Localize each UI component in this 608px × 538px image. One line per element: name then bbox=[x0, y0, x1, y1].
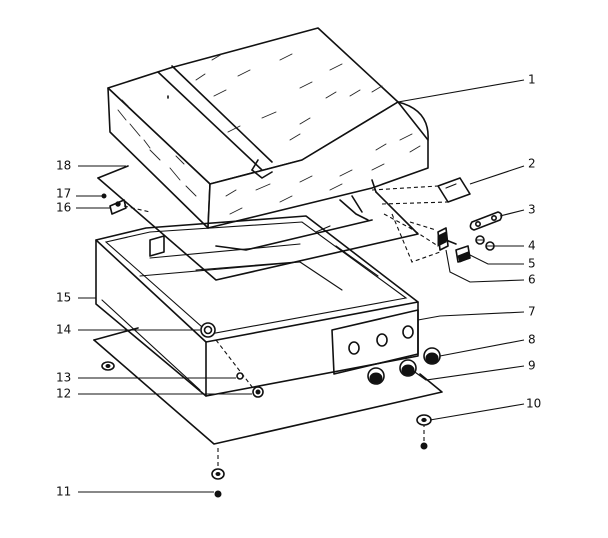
callout-15: 15 bbox=[56, 291, 71, 305]
callout-4: 4 bbox=[528, 239, 536, 253]
clip-part bbox=[469, 211, 503, 231]
callout-14: 14 bbox=[56, 323, 71, 337]
top-panel bbox=[97, 165, 419, 281]
plate-part bbox=[437, 177, 471, 203]
callout-1: 1 bbox=[528, 73, 536, 87]
callout-10: 10 bbox=[526, 397, 541, 411]
cushion-lid bbox=[107, 27, 429, 229]
callout-6: 6 bbox=[528, 273, 536, 287]
connector-part bbox=[437, 227, 457, 251]
callout-9: 9 bbox=[528, 359, 536, 373]
leader-lines bbox=[76, 79, 525, 493]
control-knobs bbox=[367, 347, 441, 385]
screws bbox=[475, 235, 495, 251]
callout-17: 17 bbox=[56, 187, 71, 201]
callout-8: 8 bbox=[528, 333, 536, 347]
callout-13: 13 bbox=[56, 371, 71, 385]
callout-5: 5 bbox=[528, 257, 536, 271]
callout-18: 18 bbox=[56, 159, 71, 173]
cabinet-box bbox=[95, 215, 419, 397]
switch-part bbox=[455, 245, 471, 263]
control-panel bbox=[331, 309, 419, 375]
grommet bbox=[200, 322, 216, 338]
small-hardware bbox=[215, 339, 264, 398]
callout-7: 7 bbox=[528, 305, 536, 319]
callout-12: 12 bbox=[56, 387, 71, 401]
callout-11: 11 bbox=[56, 485, 71, 499]
screw-bracket bbox=[101, 193, 127, 215]
feet-washers bbox=[211, 414, 432, 498]
callout-2: 2 bbox=[528, 157, 536, 171]
callout-3: 3 bbox=[528, 203, 536, 217]
assembly-lines bbox=[123, 185, 449, 470]
callout-labels: 1 2 3 4 5 6 7 8 9 10 11 12 13 14 15 16 1… bbox=[56, 73, 541, 499]
callout-16: 16 bbox=[56, 201, 71, 215]
